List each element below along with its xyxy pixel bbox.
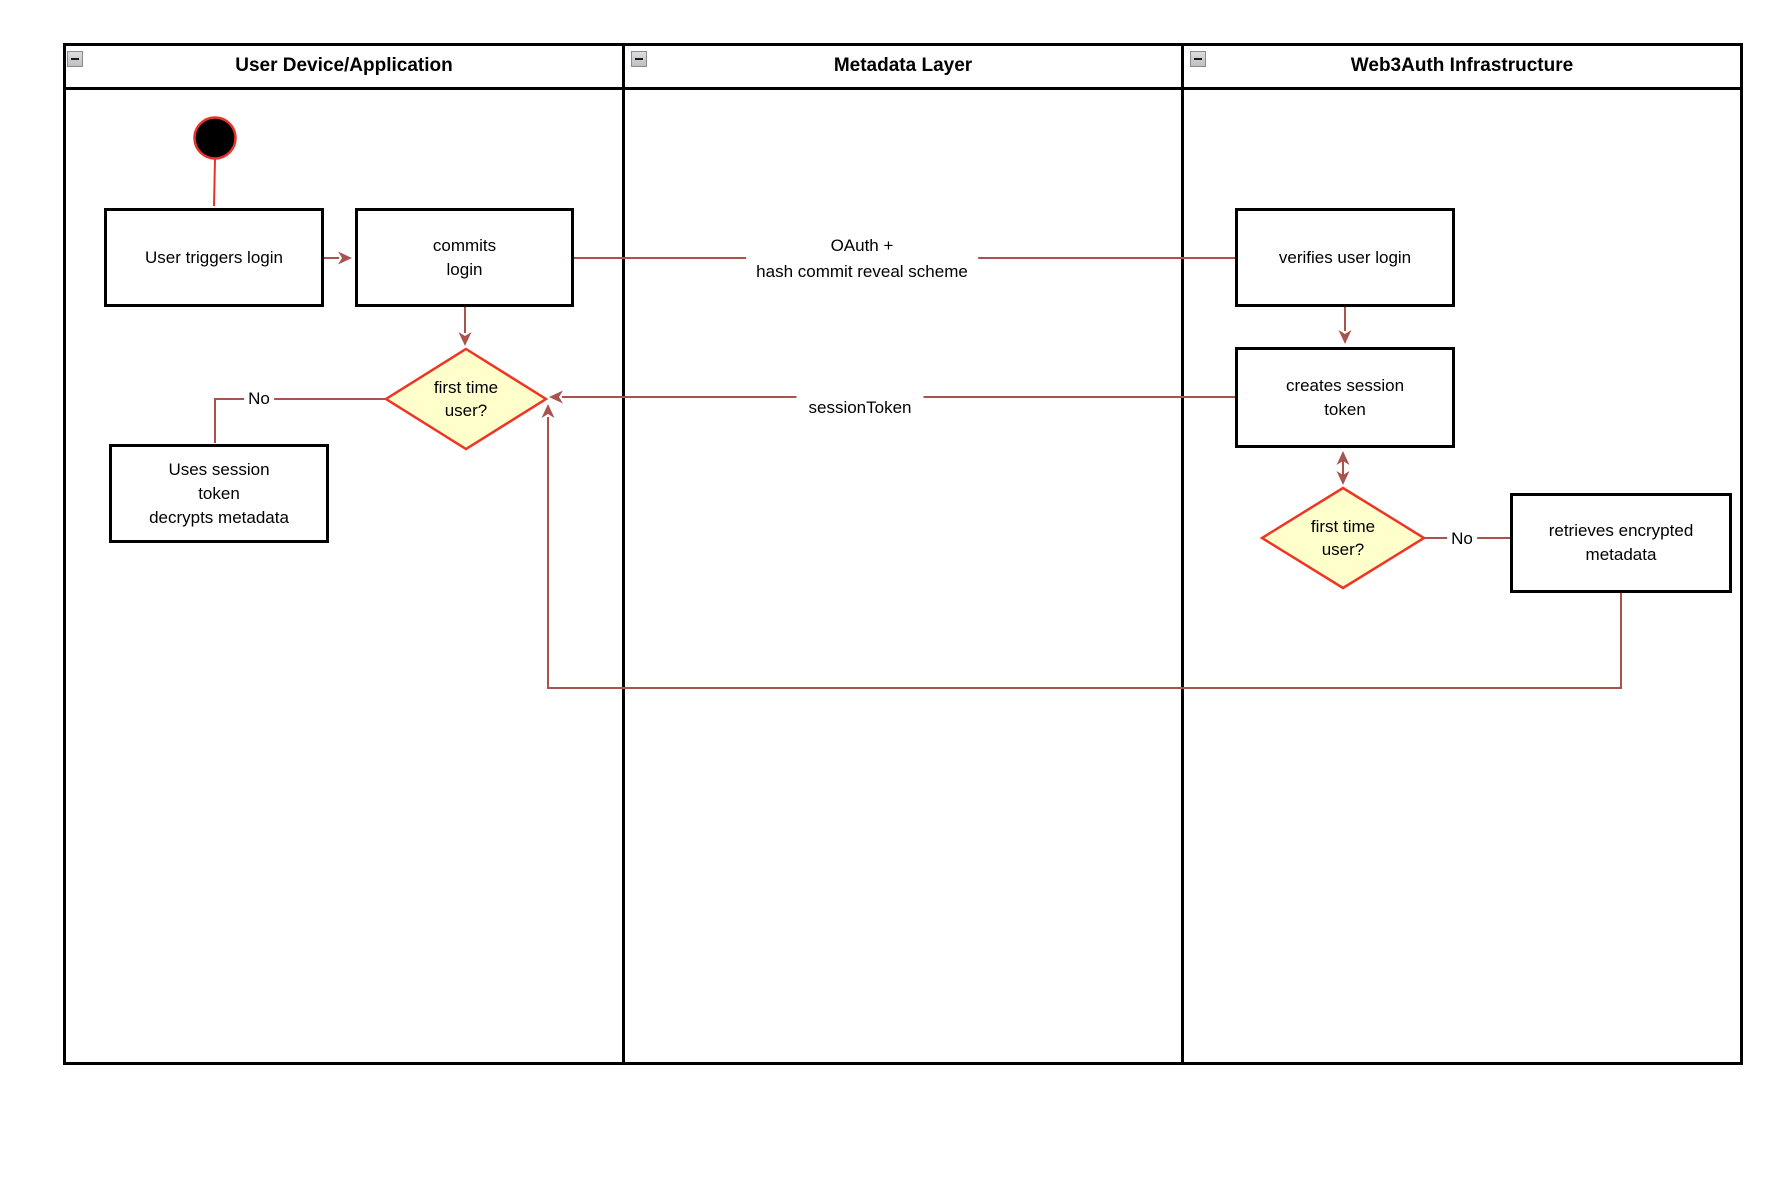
node-label: commits login — [432, 235, 497, 279]
decision-label-left: first time user? — [433, 378, 499, 420]
decision-label-right: first time user? — [1310, 517, 1376, 559]
node-label: User triggers login — [145, 247, 283, 267]
edge-label-session-token: sessionToken — [796, 388, 924, 419]
minus-icon[interactable] — [1190, 51, 1206, 67]
lane-header-divider — [63, 87, 1743, 90]
edge-label-no-left: No — [244, 389, 274, 409]
node-label: creates session token — [1285, 375, 1405, 419]
node-creates-session-token[interactable]: creates session token — [1235, 347, 1455, 448]
node-label: Uses session token decrypts metadata — [149, 459, 289, 527]
node-commits-login[interactable]: commits login — [355, 208, 574, 307]
lane-separator-1 — [622, 43, 625, 1065]
node-user-triggers-login[interactable]: User triggers login — [104, 208, 324, 307]
lane-title-text: User Device/Application — [235, 54, 453, 76]
lane-title-metadata-layer: Metadata Layer — [625, 43, 1181, 88]
edge-label-no-right: No — [1447, 529, 1477, 549]
node-verifies-user-login[interactable]: verifies user login — [1235, 208, 1455, 307]
lane-title-text: Web3Auth Infrastructure — [1350, 54, 1574, 76]
minus-bar — [71, 58, 79, 60]
minus-icon[interactable] — [631, 51, 647, 67]
node-label: verifies user login — [1278, 247, 1412, 267]
lane-title-web3auth-infrastructure: Web3Auth Infrastructure — [1184, 43, 1740, 88]
node-retrieves-encrypted-metadata[interactable]: retrieves encrypted metadata — [1510, 493, 1732, 593]
edge-label-oauth: OAuth + hash commit reveal scheme — [746, 232, 978, 286]
minus-bar — [1194, 58, 1202, 60]
lane-separator-2 — [1181, 43, 1184, 1065]
lane-title-text: Metadata Layer — [833, 54, 973, 76]
node-uses-session-token[interactable]: Uses session token decrypts metadata — [109, 444, 329, 543]
node-label: retrieves encrypted metadata — [1548, 521, 1694, 564]
swimlane-pool — [63, 43, 1743, 1065]
minus-icon[interactable] — [67, 51, 83, 67]
minus-bar — [635, 58, 643, 60]
lane-title-user-device: User Device/Application — [66, 43, 622, 88]
